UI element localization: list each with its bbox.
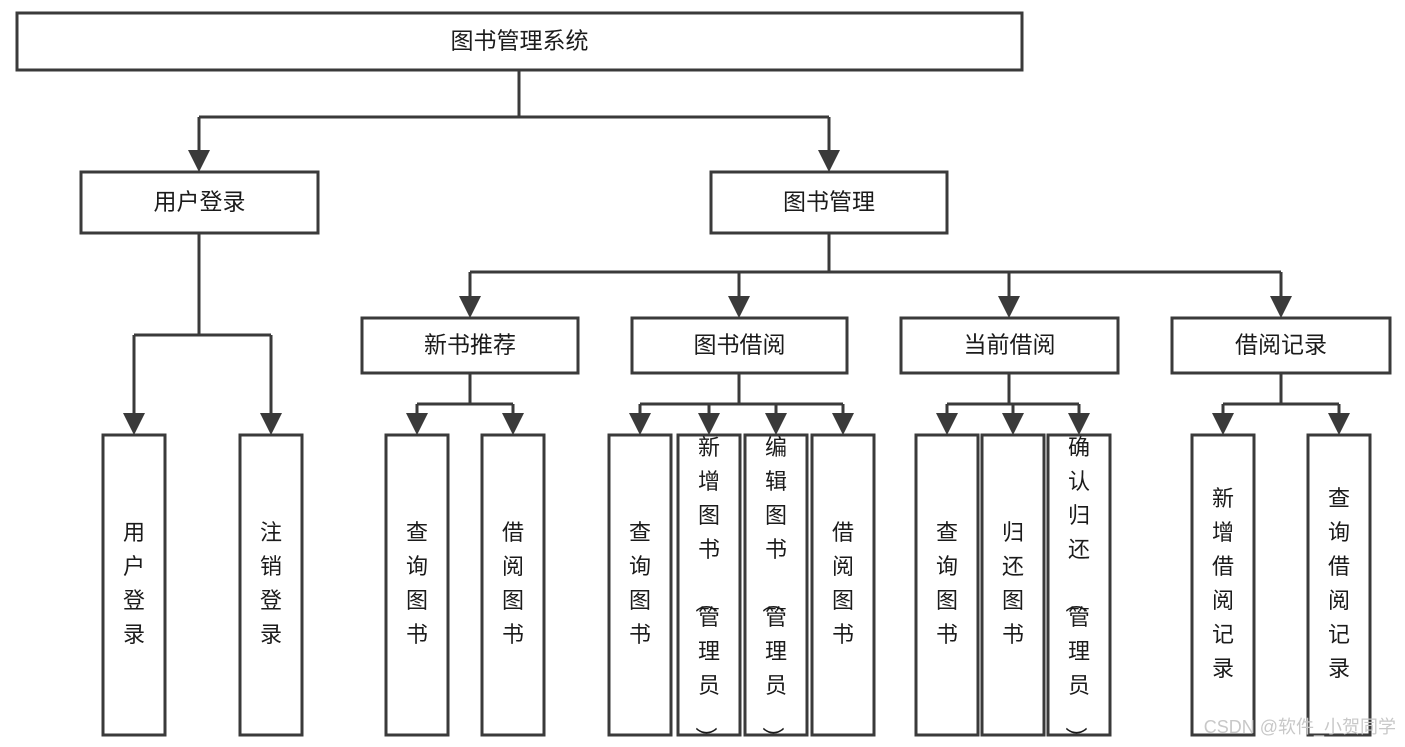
node-box[interactable] — [810, 433, 876, 737]
node-leaf-return-book[interactable]: 归还图书 — [980, 433, 1046, 737]
node-box[interactable] — [980, 433, 1046, 737]
node-label: 查询图书 — [629, 520, 651, 647]
connector-current-borrow-to-leaves — [936, 373, 1090, 435]
arrow-head-icon — [188, 150, 210, 172]
node-box[interactable] — [1190, 433, 1256, 737]
node-box[interactable] — [238, 433, 304, 737]
node-label: 图书管理系统 — [451, 28, 589, 54]
node-leaf-user-login[interactable]: 用户登录 — [101, 433, 167, 737]
node-box[interactable] — [914, 433, 980, 737]
node-label: 查询借阅记录 — [1328, 486, 1350, 681]
arrow-head-icon — [698, 413, 720, 435]
arrow-head-icon — [123, 413, 145, 435]
arrow-head-icon — [936, 413, 958, 435]
node-label: 图书借阅 — [694, 332, 786, 358]
node-new-book-recommend[interactable]: 新书推荐 — [360, 316, 580, 375]
connector-root-to-level2 — [188, 70, 840, 172]
connector-layer — [123, 70, 1350, 435]
arrow-head-icon — [818, 150, 840, 172]
node-leaf-borrow-book-1[interactable]: 借阅图书 — [480, 433, 546, 737]
node-book-management[interactable]: 图书管理 — [709, 170, 949, 235]
connector-book-management-to-level3 — [459, 233, 1292, 318]
node-label: 新增借阅记录 — [1212, 486, 1234, 681]
node-label: 用户登录 — [154, 189, 246, 215]
node-box[interactable] — [1306, 433, 1372, 737]
node-user-login[interactable]: 用户登录 — [79, 170, 320, 235]
node-root-图书管理系统[interactable]: 图书管理系统 — [15, 11, 1024, 72]
node-box[interactable] — [1046, 433, 1112, 737]
node-label: 用户登录 — [123, 520, 145, 647]
arrow-head-icon — [459, 296, 481, 318]
node-box[interactable] — [630, 316, 849, 375]
node-leaf-add-record[interactable]: 新增借阅记录 — [1190, 433, 1256, 737]
arrow-head-icon — [1328, 413, 1350, 435]
node-label: 编辑图书（管理员） — [760, 435, 787, 747]
node-leaf-add-book[interactable]: 新增图书（管理员） — [676, 433, 742, 747]
node-box[interactable] — [607, 433, 673, 737]
connector-book-borrow-to-leaves — [629, 373, 854, 435]
node-leaf-confirm-return[interactable]: 确认归还（管理员） — [1046, 433, 1112, 747]
connector-borrow-record-to-leaves — [1212, 373, 1350, 435]
watermark-label: CSDN @软件_小贺同学 — [1204, 717, 1396, 738]
node-box[interactable] — [360, 316, 580, 375]
connector-new-book-recommend-to-leaves — [406, 373, 524, 435]
node-label: 归还图书 — [1002, 520, 1024, 647]
node-label: 注销登录 — [260, 520, 282, 647]
arrow-head-icon — [998, 296, 1020, 318]
node-box[interactable] — [480, 433, 546, 737]
arrow-head-icon — [728, 296, 750, 318]
arrow-head-icon — [502, 413, 524, 435]
arrow-head-icon — [406, 413, 428, 435]
node-label: 新增图书（管理员） — [693, 435, 720, 747]
node-box[interactable] — [899, 316, 1120, 375]
node-leaf-query-book-1[interactable]: 查询图书 — [384, 433, 450, 737]
arrow-head-icon — [1002, 413, 1024, 435]
arrow-head-icon — [832, 413, 854, 435]
node-leaf-borrow-book-2[interactable]: 借阅图书 — [810, 433, 876, 737]
node-label: 借阅图书 — [502, 520, 524, 647]
node-box[interactable] — [709, 170, 949, 235]
node-label: 借阅图书 — [832, 520, 854, 647]
arrow-head-icon — [1212, 413, 1234, 435]
node-leaf-logout[interactable]: 注销登录 — [238, 433, 304, 737]
node-leaf-query-book-2[interactable]: 查询图书 — [607, 433, 673, 737]
node-layer: 图书管理系统用户登录图书管理新书推荐图书借阅当前借阅借阅记录用户登录注销登录查询… — [15, 11, 1392, 747]
node-box[interactable] — [676, 433, 742, 737]
node-leaf-query-book-3[interactable]: 查询图书 — [914, 433, 980, 737]
arrow-head-icon — [629, 413, 651, 435]
arrow-head-icon — [1068, 413, 1090, 435]
node-leaf-query-record[interactable]: 查询借阅记录 — [1306, 433, 1372, 737]
node-label: 查询图书 — [406, 520, 428, 647]
node-current-borrow[interactable]: 当前借阅 — [899, 316, 1120, 375]
node-leaf-edit-book[interactable]: 编辑图书（管理员） — [743, 433, 809, 747]
node-label: 查询图书 — [936, 520, 958, 647]
node-borrow-record[interactable]: 借阅记录 — [1170, 316, 1392, 375]
node-box[interactable] — [743, 433, 809, 737]
node-label: 图书管理 — [783, 189, 875, 215]
node-label: 新书推荐 — [424, 332, 516, 358]
node-label: 当前借阅 — [964, 332, 1056, 358]
node-box[interactable] — [79, 170, 320, 235]
node-box[interactable] — [384, 433, 450, 737]
node-label: 借阅记录 — [1235, 332, 1327, 358]
node-box[interactable] — [101, 433, 167, 737]
node-book-borrow[interactable]: 图书借阅 — [630, 316, 849, 375]
arrow-head-icon — [1270, 296, 1292, 318]
arrow-head-icon — [765, 413, 787, 435]
node-label: 确认归还（管理员） — [1063, 435, 1090, 747]
node-box[interactable] — [15, 11, 1024, 72]
arrow-head-icon — [260, 413, 282, 435]
connector-user-login-to-leaves — [123, 233, 282, 435]
node-box[interactable] — [1170, 316, 1392, 375]
